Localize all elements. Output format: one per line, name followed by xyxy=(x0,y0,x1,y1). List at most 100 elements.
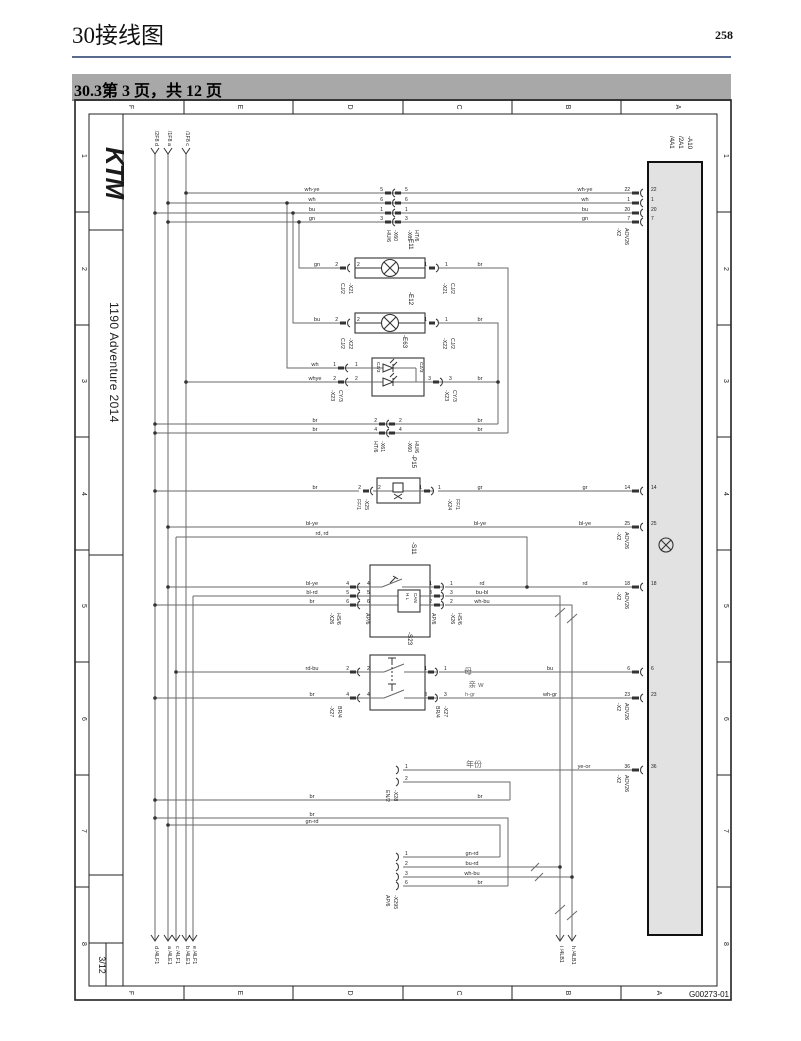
connector-label: AOV26 xyxy=(623,228,629,245)
connector-label: HU/6 xyxy=(413,441,419,453)
pin-number: 6 xyxy=(651,666,654,672)
grid-number: 4 xyxy=(722,492,729,496)
connector-label: BR/4 xyxy=(336,706,342,718)
pin-number: 3 xyxy=(405,216,408,222)
connector-label: CJ/2 xyxy=(449,283,455,294)
wire-label: whye xyxy=(307,376,321,382)
wire-label: bu xyxy=(582,207,588,213)
page-title: 30接线图 xyxy=(72,23,164,48)
connector-label: FF/1 xyxy=(454,499,460,510)
wire-label: br xyxy=(310,599,315,605)
pin-number: 3 xyxy=(444,692,447,698)
page-ref-label: c /4LF1 xyxy=(174,946,180,964)
wire-label: bl-ye xyxy=(474,521,486,527)
wires xyxy=(154,154,632,941)
connector-label: BR/4 xyxy=(434,706,440,718)
connector-label: AOV26 xyxy=(623,592,629,609)
connector-label: -X21 xyxy=(441,283,447,294)
grid-number: 7 xyxy=(80,829,87,833)
component-label: -S23 xyxy=(406,632,413,646)
component-s23: -S23 -X27 BR/4 BR/4 -X27 xyxy=(328,632,448,718)
pin-number: 4 xyxy=(346,581,349,587)
pin-number: 1 xyxy=(438,485,441,491)
wire-label: rd xyxy=(480,581,485,587)
page-ref-label: /1F8 c xyxy=(184,131,190,146)
wire-label: wh xyxy=(310,362,318,368)
wire-label: bu-rd xyxy=(465,861,478,867)
grid-letter: B xyxy=(564,991,571,996)
connector-label: -X25 xyxy=(363,499,369,510)
pin-number: 18 xyxy=(624,581,630,587)
wire-label: bu xyxy=(314,317,320,323)
component-e12: -E12 CJ/2 -X22 -X22 CJ/2 xyxy=(339,292,455,349)
wire-label: br xyxy=(478,317,483,323)
page-ref-label: /2F8 d xyxy=(153,131,159,146)
pin-number: 22 xyxy=(624,187,630,193)
connector-label: AOV26 xyxy=(623,532,629,549)
grid-number: 5 xyxy=(722,604,729,608)
connector-label: AOV26 xyxy=(623,775,629,792)
page-ref-label: /1F8 a xyxy=(166,131,172,146)
connector-label: -X2 xyxy=(615,228,621,236)
connector-label: CZ/3 xyxy=(418,362,424,373)
header-divider xyxy=(72,56,731,58)
can-label: H L xyxy=(405,593,410,601)
wire-label: gn xyxy=(309,216,315,222)
grid-letter: F xyxy=(127,991,134,995)
wire-label: h-gr xyxy=(465,692,475,698)
component-label: -A10 xyxy=(686,136,693,150)
component-e11: -E11 CJ/2 -X21 -X21 CJ/2 xyxy=(339,237,455,294)
pin-number: 3 xyxy=(450,590,453,596)
component-label: -S11 xyxy=(410,542,417,555)
pin-number: 1 xyxy=(445,262,448,268)
connector-label: -X2 xyxy=(615,532,621,540)
connector-label: -X60 xyxy=(392,230,398,241)
pin-number: 25 xyxy=(624,521,630,527)
connector-label: -X61 xyxy=(406,230,412,241)
pin-number: 2 xyxy=(374,418,377,424)
pin-number: 2 xyxy=(378,485,381,491)
wire-label: gr xyxy=(583,485,588,491)
pin-number: 3 xyxy=(424,692,427,698)
pin-number: 2 xyxy=(357,262,360,268)
pin-number: 6 xyxy=(627,666,630,672)
pin-number: 1 xyxy=(333,362,336,368)
grid-number: 1 xyxy=(80,154,87,158)
connector-label: -X23 xyxy=(443,390,449,401)
connector-x60-x61-top: HU/6 -X60 -X61 HT/6 xyxy=(385,188,419,242)
wire-label: rd xyxy=(583,581,588,587)
pin-number: 23 xyxy=(651,692,657,698)
grid-number: 2 xyxy=(722,267,729,271)
connector-label: CY/3 xyxy=(451,390,457,402)
wire-label: br xyxy=(478,262,483,268)
wire-label: wh-ye xyxy=(577,187,593,193)
grid-number: 3 xyxy=(722,379,729,383)
component-s11: H L CAN -S11 -X26 HS/6 AP/6 AP/6 -X26 HS… xyxy=(328,542,462,638)
wire-label: wh-bu xyxy=(473,599,489,605)
wire-labels: wh-ye wh-ye wh wh bu bu gn gn gn br bu b… xyxy=(304,187,593,886)
wire-label: wh-gr xyxy=(542,692,557,698)
pin-number: 18 xyxy=(651,581,657,587)
pin-number: 1 xyxy=(424,317,427,323)
pin-number: 5 xyxy=(380,187,383,193)
connector-label: CZ/3 xyxy=(375,362,381,373)
grid-letter: E xyxy=(236,991,243,996)
pin-number: 20 xyxy=(651,207,657,213)
component-label: -P15 xyxy=(410,455,417,469)
pin-number: 1 xyxy=(355,362,358,368)
pin-number: 6 xyxy=(346,599,349,605)
wire-label-cn: 母 xyxy=(464,667,472,676)
connector-label: FF/1 xyxy=(355,499,361,510)
sheet-number: 3/12 xyxy=(97,956,107,974)
pin-number: 1 xyxy=(419,485,422,491)
wire-label: bl-ye xyxy=(306,581,318,587)
pin-number: 6 xyxy=(405,197,408,203)
grid-letter: C xyxy=(455,104,462,109)
pin-number: 1 xyxy=(405,207,408,213)
grid-number: 4 xyxy=(80,492,87,496)
pin-number: 2 xyxy=(355,376,358,382)
wire-label: gn-rd xyxy=(305,819,318,825)
connector-label: CJ/2 xyxy=(339,338,345,349)
pin-number: 4 xyxy=(399,427,402,433)
